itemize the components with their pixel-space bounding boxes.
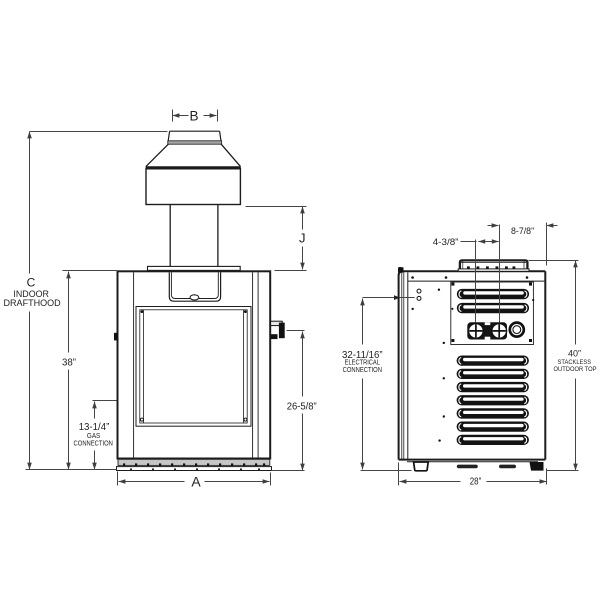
svg-text:CONNECTION: CONNECTION (343, 367, 382, 374)
svg-text:38”: 38” (62, 357, 76, 368)
svg-text:26-5/8”: 26-5/8” (287, 401, 317, 412)
svg-text:DRAFTHOOD: DRAFTHOOD (4, 298, 61, 308)
svg-text:OUTDOOR TOP: OUTDOOR TOP (554, 366, 597, 373)
svg-text:ELECTRICAL: ELECTRICAL (345, 360, 380, 367)
svg-text:28”: 28” (470, 477, 482, 488)
svg-text:B: B (189, 109, 198, 124)
svg-text:C: C (27, 275, 36, 289)
svg-text:40”: 40” (568, 349, 581, 359)
svg-text:STACKLESS: STACKLESS (558, 359, 592, 366)
svg-text:32-11/16”: 32-11/16” (342, 350, 383, 361)
svg-text:13-1/4”: 13-1/4” (79, 422, 110, 433)
svg-text:4-3/8”: 4-3/8” (433, 237, 459, 248)
svg-text:INDOOR: INDOOR (13, 289, 49, 299)
svg-text:CONNECTION: CONNECTION (74, 438, 113, 447)
svg-text:8-7/8”: 8-7/8” (511, 226, 534, 237)
svg-text:J: J (299, 231, 306, 246)
svg-text:A: A (191, 474, 201, 490)
svg-text:GAS: GAS (87, 431, 100, 440)
